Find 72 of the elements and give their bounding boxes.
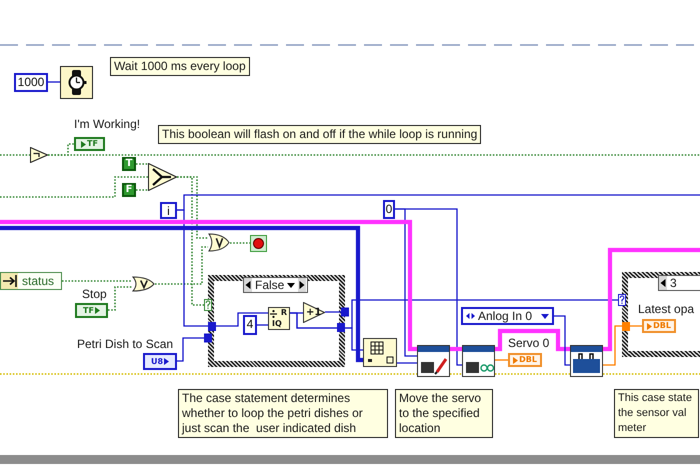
element-label: status [22,274,54,288]
output-label: IQ [272,319,282,329]
comment-note: This case state the sensor val meter [614,389,699,438]
wire [48,154,700,156]
wire [0,226,364,362]
output-label: R [280,308,287,318]
motor-glasses-icon [462,345,495,377]
stop-icon [250,235,267,252]
numeric-constant: 0 [383,200,395,219]
case-label: 3 [670,276,678,290]
enum-value: Anlog In 0 [478,309,532,323]
wire [62,280,132,282]
type-label: TF [83,306,94,316]
comment-note: This boolean will flash on and off if the while loop is running [158,125,482,144]
wire [257,324,268,326]
wire [554,315,570,366]
wire [0,176,148,198]
comment-note: Move the servo to the specified location [395,389,493,438]
numeric-constant: 1000 [14,73,48,92]
wire [177,194,700,211]
boolean-constant: F [122,183,136,197]
wire [603,373,700,375]
quotient-remainder-block [268,307,290,330]
wire [495,328,570,352]
wire [0,220,417,352]
type-label: DBL [519,355,537,365]
wire [0,154,30,156]
circuit-board-icon [570,345,603,377]
terminal-label: Petri Dish to Scan [77,337,174,352]
wire [48,81,60,83]
wire [397,362,417,364]
or-gate-icon [132,276,155,292]
wire [177,334,212,362]
numeric-constant: 4 [243,315,257,335]
wire [495,373,570,375]
terminal-label: I'm Working! [74,117,140,132]
wire [177,176,212,312]
wire [155,246,208,285]
terminal-label: Latest opa [638,302,694,317]
boolean-constant: T [122,157,136,171]
type-label: DBL [653,321,671,331]
comment-note: Wait 1000 ms every loop [110,57,250,76]
wire [290,294,626,329]
wire [230,242,250,244]
case-label: False [255,278,284,292]
motor-pencil-icon [417,345,450,377]
iteration-terminal: i [160,202,177,219]
watch-icon [60,66,93,99]
or-gate-icon [208,233,230,252]
unbundle-block [0,272,62,290]
case-structure [208,275,345,367]
enum-constant [461,307,554,325]
wire [325,308,349,316]
increment-block: +1 [303,302,325,323]
type-label: U8 [150,356,164,366]
wire [450,346,462,352]
wire [0,373,417,375]
wire [136,189,148,191]
wire [395,208,462,366]
type-label: TF [87,139,98,149]
wire [603,248,700,352]
comment-note: The case statement determines whether to loop the petri dishes or just scan the user indicated dish [178,389,388,438]
wire [136,163,148,165]
wire [108,286,132,311]
select-function-icon [148,163,177,191]
wire [495,359,508,361]
case-structure [622,272,700,357]
terminal-label: Servo 0 [508,336,550,351]
grid-icon [363,338,397,367]
terminal-label: Stop [82,287,107,302]
not-gate-icon [30,147,48,163]
wire [450,373,462,375]
